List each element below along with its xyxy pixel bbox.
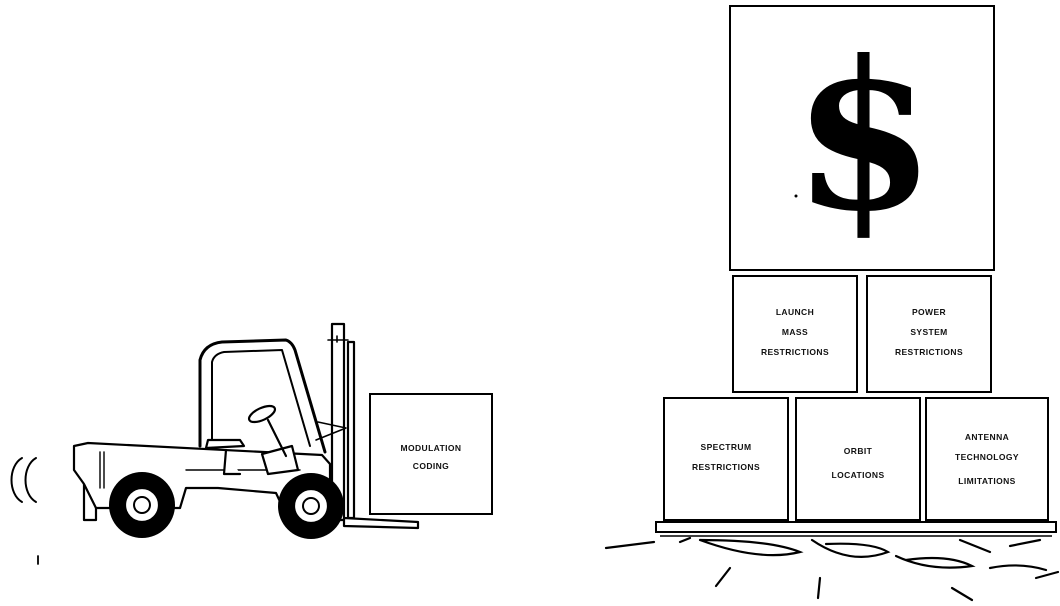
box-power-system: POWER SYSTEM RESTRICTIONS [867, 276, 991, 392]
dollar-sign-icon: $ [793, 17, 936, 257]
box-spectrum: SPECTRUM RESTRICTIONS [664, 398, 788, 520]
box-label: TECHNOLOGY [955, 452, 1019, 462]
box-label: ORBIT [844, 446, 873, 456]
box-orbit: ORBIT LOCATIONS [796, 398, 920, 520]
box-label: LIMITATIONS [958, 476, 1015, 486]
box-label: SYSTEM [910, 327, 947, 337]
box-label: RESTRICTIONS [761, 347, 829, 357]
ground-shadow [606, 538, 1058, 600]
front-wheel [278, 473, 344, 539]
box-launch-mass: LAUNCH MASS RESTRICTIONS [733, 276, 857, 392]
box-label: ANTENNA [965, 432, 1009, 442]
forklift-load-line-1: MODULATION [401, 443, 462, 453]
box-label: SPECTRUM [701, 442, 752, 452]
forklift-load-line-2: CODING [413, 461, 449, 471]
motion-lines-icon [12, 458, 37, 502]
forklift-load-box: MODULATION CODING [370, 394, 492, 514]
forklift [12, 324, 419, 564]
pallet [656, 522, 1056, 536]
middle-row: LAUNCH MASS RESTRICTIONS POWER SYSTEM RE… [733, 276, 991, 392]
box-label: LOCATIONS [831, 470, 884, 480]
box-label: RESTRICTIONS [895, 347, 963, 357]
box-antenna: ANTENNA TECHNOLOGY LIMITATIONS [926, 398, 1048, 520]
box-label: RESTRICTIONS [692, 462, 760, 472]
box-label: LAUNCH [776, 307, 814, 317]
box-label: POWER [912, 307, 946, 317]
box-label: MASS [782, 327, 808, 337]
forks [344, 518, 418, 528]
dollar-box: $ [730, 6, 994, 270]
bottom-row: SPECTRUM RESTRICTIONS ORBIT LOCATIONS AN… [664, 398, 1048, 520]
steering-wheel [247, 403, 277, 426]
rear-wheel [109, 472, 175, 538]
